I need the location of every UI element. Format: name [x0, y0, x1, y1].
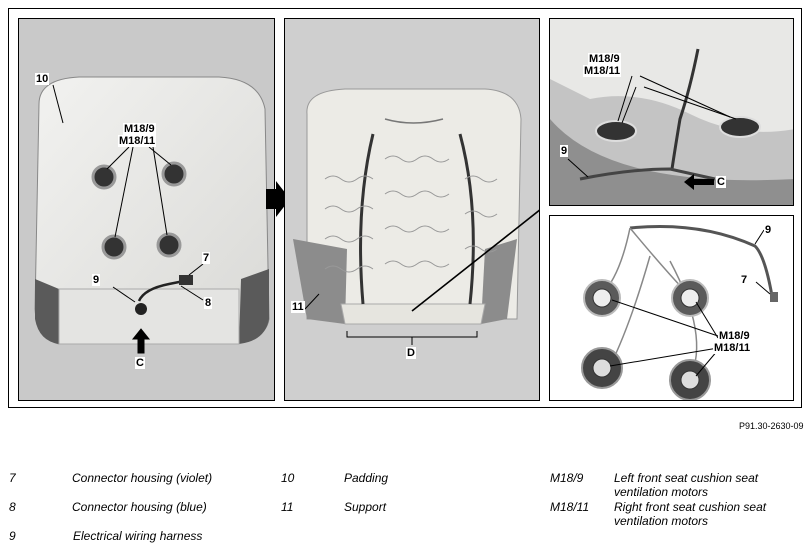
callout-m18-11: M18/11 [118, 135, 157, 147]
callout-c: C [716, 176, 726, 188]
callout-m18-9: M18/9 [588, 53, 621, 65]
detail-c-illustration [550, 19, 793, 205]
callout-m18-9: M18/9 [123, 123, 156, 135]
legend-code-m18-11: M18/11 [550, 500, 590, 514]
callout-10: 10 [35, 73, 50, 85]
legend-code-11: 11 [281, 500, 294, 514]
fan-motor-right [719, 116, 761, 138]
view-arrow-c-detail [684, 174, 714, 190]
callout-m18-9: M18/9 [718, 330, 751, 342]
callout-9: 9 [92, 274, 101, 286]
panel-motors-harness: 9 7 M18/9 M18/11 [549, 215, 794, 401]
legend-text-10: Padding [344, 471, 389, 485]
panel-seat-underside: 10 M18/9 M18/11 7 9 8 C [18, 18, 275, 401]
transition-arrow-icon [266, 181, 290, 217]
callout-9: 9 [764, 224, 773, 236]
connector-housing-7 [770, 292, 778, 302]
seat-underside-illustration [19, 19, 274, 400]
connector-housing [179, 275, 193, 285]
legend-text-8: Connector housing (blue) [72, 500, 207, 514]
callout-9: 9 [560, 145, 569, 157]
legend-code-8: 8 [9, 500, 16, 514]
callout-7: 7 [740, 274, 749, 286]
callout-m18-11: M18/11 [583, 65, 622, 77]
motors-harness-illustration [550, 216, 793, 400]
legend-code-7: 7 [9, 471, 16, 485]
callout-d: D [406, 347, 416, 359]
figure-reference: P91.30-2630-09 [739, 421, 804, 431]
callout-m18-11: M18/11 [713, 342, 752, 354]
legend-text-m18-11: Right front seat cushion seat ventilatio… [614, 500, 767, 528]
legend-code-10: 10 [281, 471, 295, 485]
figure-frame: 10 M18/9 M18/11 7 9 8 C 11 D [8, 8, 802, 408]
callout-7: 7 [202, 252, 211, 264]
motor-rear-right [161, 161, 187, 187]
callout-11: 11 [291, 301, 305, 313]
motor-front-left [101, 234, 127, 260]
panel-cushion-padding: 11 D [284, 18, 540, 401]
motor-front-right [156, 232, 182, 258]
legend-text-m18-9: Left front seat cushion seat ventilation… [614, 471, 759, 499]
legend-text-11: Support [344, 500, 387, 514]
legend-text-7: Connector housing (violet) [72, 471, 213, 485]
legend-code-m18-9: M18/9 [550, 471, 584, 485]
cushion-padding-illustration [285, 19, 539, 400]
callout-8: 8 [204, 297, 213, 309]
panel-detail-c: M18/9 M18/11 9 C [549, 18, 794, 206]
callout-c: C [135, 357, 145, 369]
motor-rear-left [91, 164, 117, 190]
fan-motor-left [595, 120, 637, 142]
view-arrow-c [131, 328, 151, 354]
legend-code-9: 9 [9, 529, 16, 543]
legend-text-9: Electrical wiring harness [73, 529, 203, 543]
